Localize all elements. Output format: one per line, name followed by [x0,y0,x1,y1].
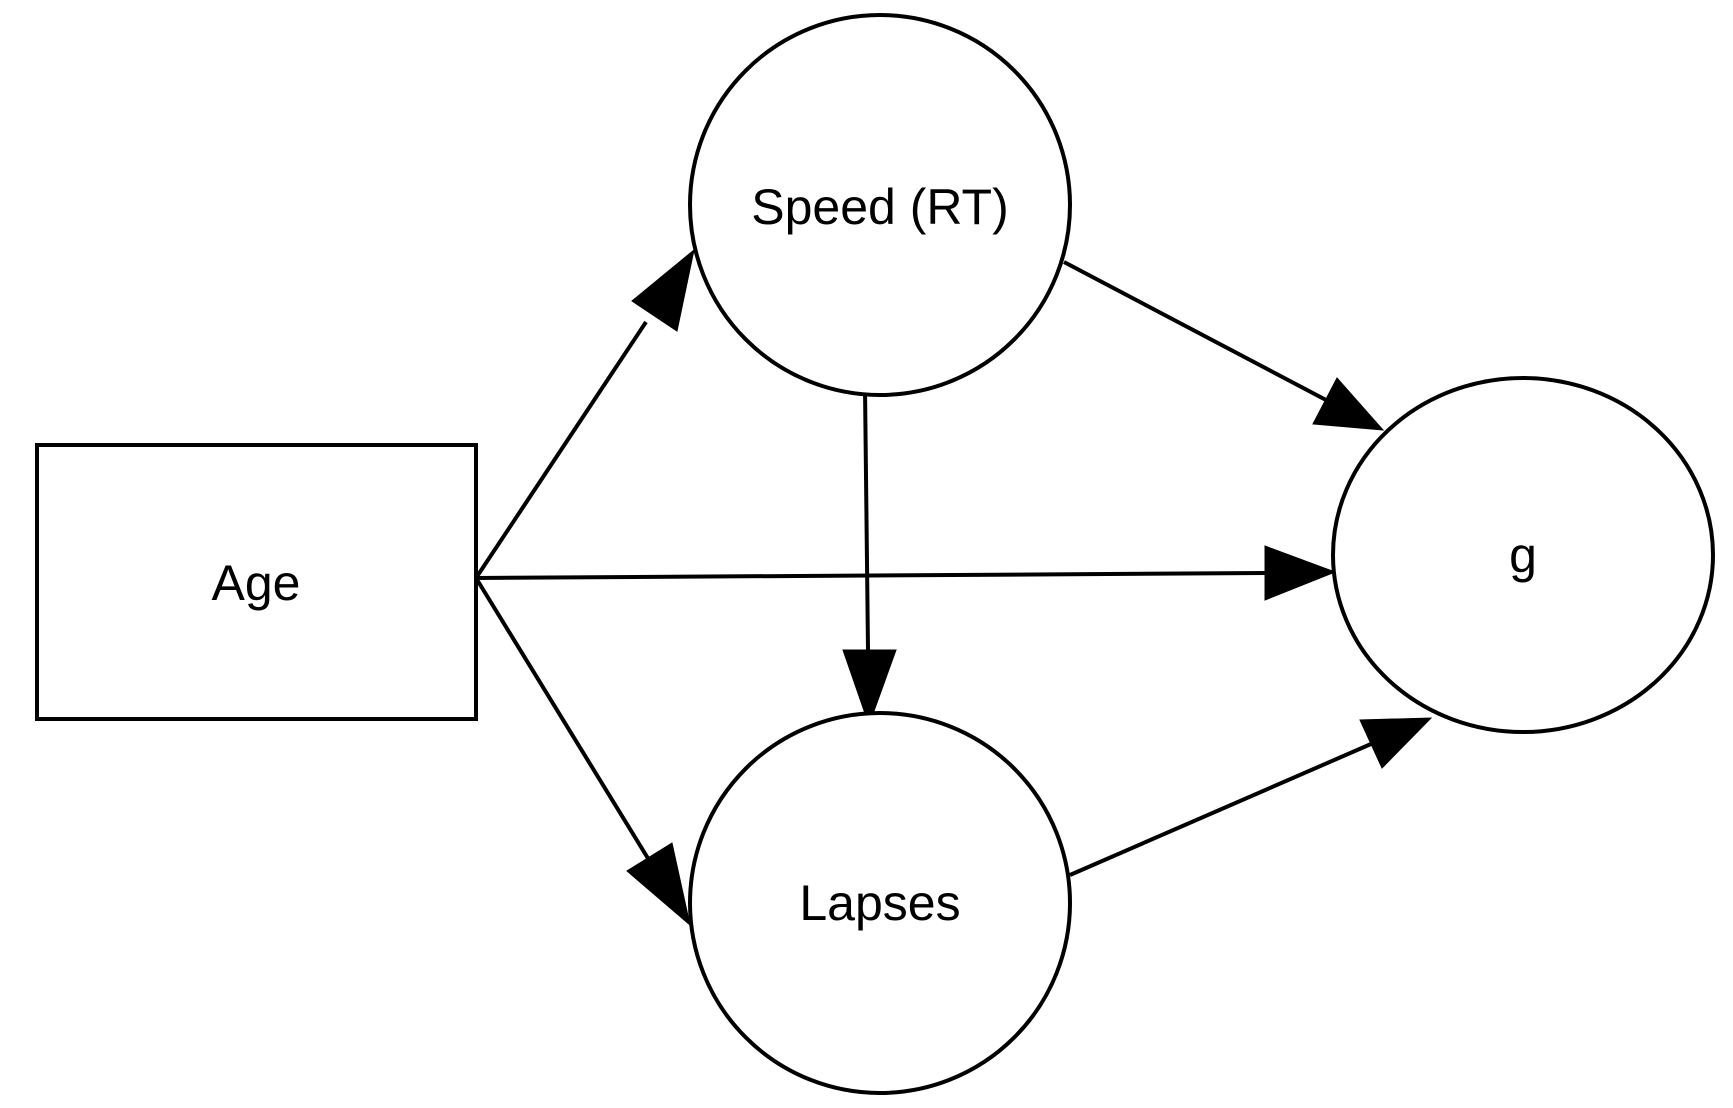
node-lapses-label: Lapses [799,875,960,931]
node-age: Age [35,443,478,721]
edge-lapses-to-g [1069,717,1433,877]
node-speed-label: Speed (RT) [751,179,1009,235]
edge-speed-to-lapses [842,387,897,727]
node-g: g [1331,376,1715,734]
node-lapses: Lapses [688,711,1072,1095]
node-age-label: Age [212,555,301,611]
node-speed: Speed (RT) [688,13,1072,397]
edge-age-to-lapses [474,576,691,927]
node-g-label: g [1509,527,1537,583]
edge-age-to-g [475,545,1337,601]
edge-age-to-speed [474,248,695,580]
edge-speed-to-g [1063,260,1385,431]
edges [474,248,1433,927]
